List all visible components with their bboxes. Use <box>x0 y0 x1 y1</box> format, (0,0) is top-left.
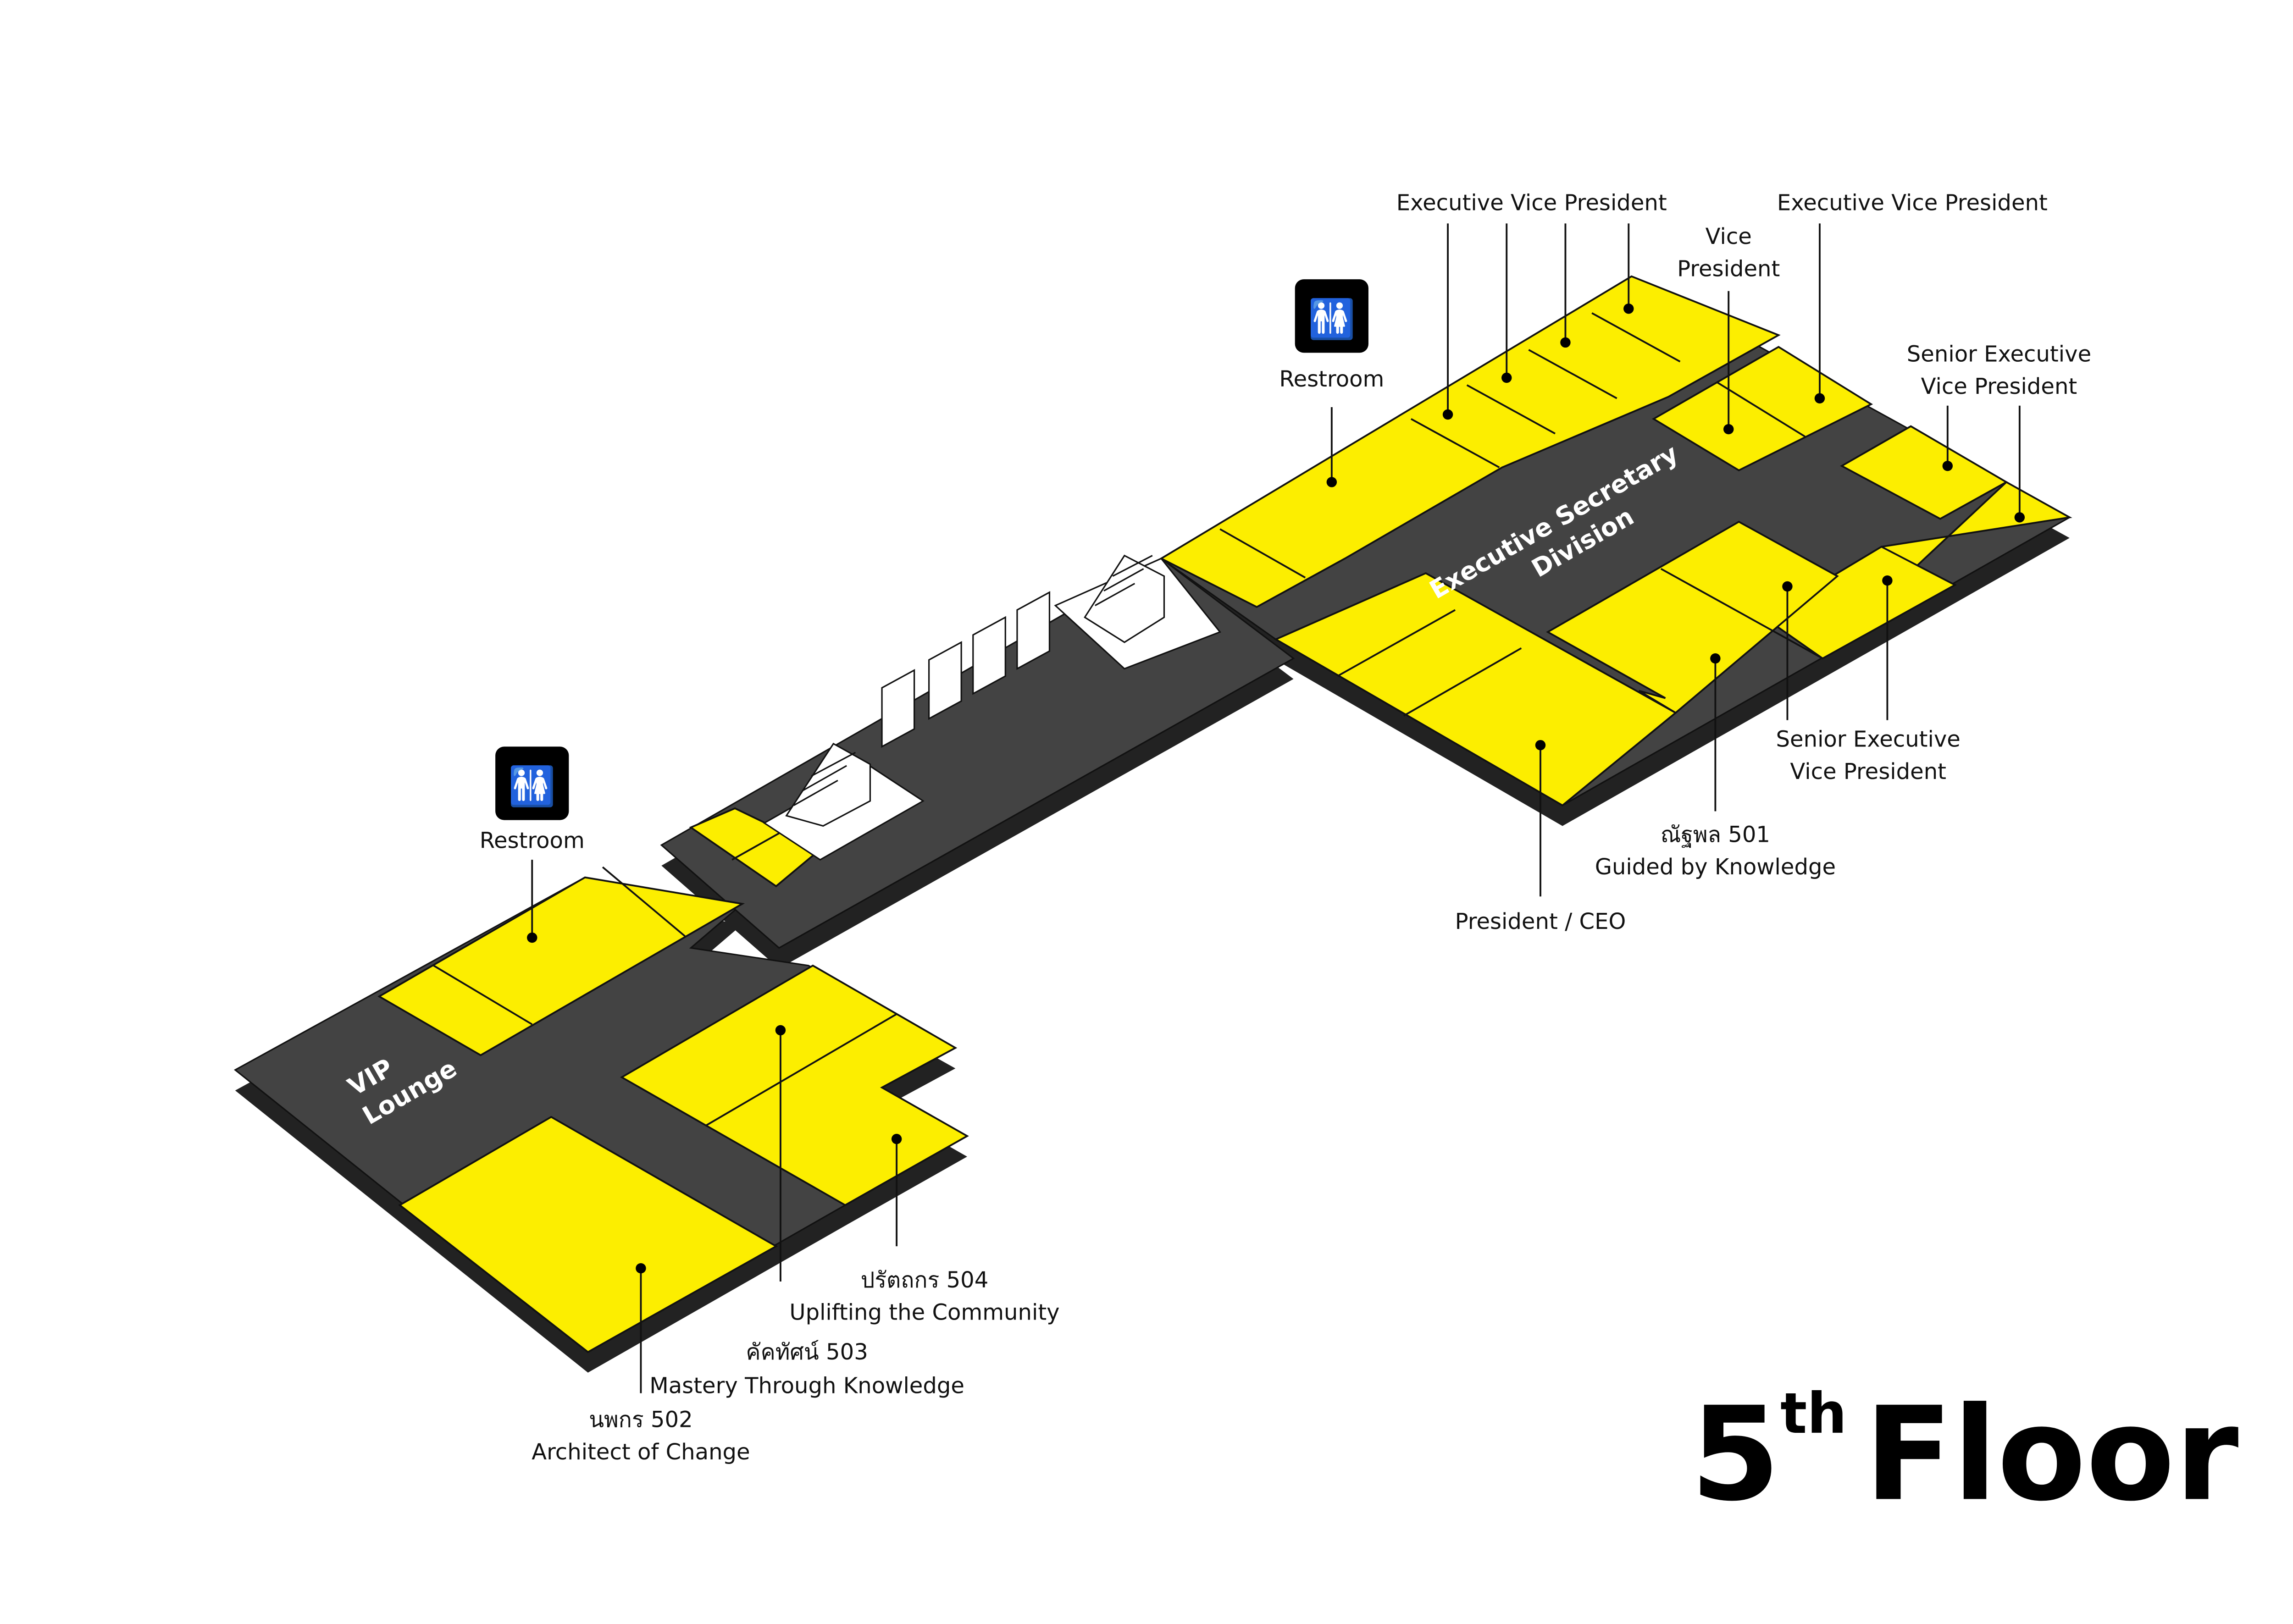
room-502-thai: นพกร 502 <box>589 1407 692 1432</box>
room-504-thai: ปรัตถกร 504 <box>861 1267 989 1293</box>
room-503-english: Mastery Through Knowledge <box>649 1373 964 1399</box>
vp-label: Vice <box>1706 224 1752 249</box>
restroom-right-label: Restroom <box>1279 366 1384 392</box>
president-label: President / CEO <box>1455 909 1626 934</box>
restroom-left-label: Restroom <box>480 828 585 854</box>
room-501-english: Guided by Knowledge <box>1595 854 1836 880</box>
sevp-bottom-label-2: Vice President <box>1790 759 1946 784</box>
restroom-icon: 🚻 <box>495 746 569 820</box>
evp-label-1: Executive Vice President <box>1396 190 1667 216</box>
sevp-top-label: Senior Executive <box>1907 342 2091 367</box>
floor-title: 5th Floor <box>1690 1379 2240 1530</box>
sevp-bottom-label: Senior Executive <box>1776 726 1961 752</box>
left-wing-rooms <box>377 807 969 1353</box>
room-503-thai: คัคทัศน์ 503 <box>746 1339 868 1365</box>
room-501-thai: ณัฐพล 501 <box>1661 822 1770 848</box>
floor-word: Floor <box>1865 1379 2240 1530</box>
stairs-icon <box>763 742 925 861</box>
svg-text:🚻: 🚻 <box>1308 297 1356 342</box>
right-wing-rooms <box>1159 275 2072 806</box>
evp-label-2: Executive Vice President <box>1777 190 2048 216</box>
room-504-english: Uplifting the Community <box>789 1299 1059 1325</box>
floor-suffix: th <box>1780 1381 1847 1446</box>
vp-label-2: President <box>1677 256 1780 282</box>
stairs-icon <box>1054 554 1221 670</box>
leader-lines <box>527 223 2025 1393</box>
restroom-icon: 🚻 <box>1295 279 1368 353</box>
sevp-top-label-2: Vice President <box>1921 374 2077 399</box>
floor-number: 5 <box>1690 1379 1780 1530</box>
room-502-english: Architect of Change <box>532 1439 750 1465</box>
svg-text:🚻: 🚻 <box>508 764 556 809</box>
elevator-icon <box>881 591 1051 748</box>
